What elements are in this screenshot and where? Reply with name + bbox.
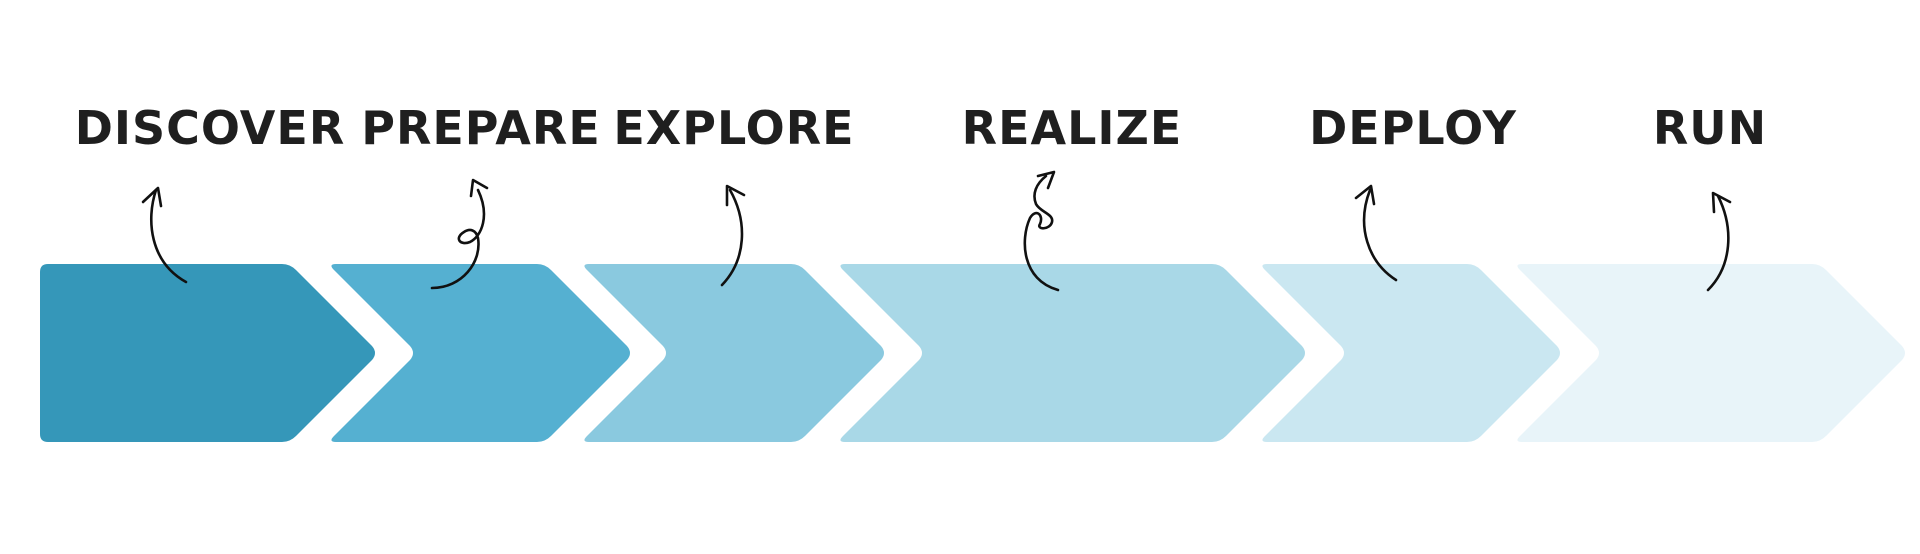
chevron-deploy — [1262, 264, 1560, 442]
curved-arrow-icon — [141, 186, 188, 284]
chevron-prepare — [331, 264, 630, 442]
chevron-explore — [584, 264, 884, 442]
stage-label-explore: EXPLORE — [613, 101, 854, 155]
stage-labels: DISCOVER PREPARE EXPLORE REALIZE DEPLOY … — [75, 101, 1767, 155]
chevron-realize — [840, 264, 1305, 442]
loop-arrow-icon — [1023, 170, 1060, 292]
stage-label-realize: REALIZE — [962, 101, 1183, 155]
chevron-group — [40, 264, 1905, 442]
stage-label-discover: DISCOVER — [75, 101, 346, 155]
curved-arrow-icon — [1354, 184, 1398, 282]
curved-arrow-icon — [1706, 191, 1732, 292]
chevron-discover — [40, 264, 375, 442]
loop-arrow-icon — [430, 178, 489, 290]
stage-label-run: RUN — [1653, 101, 1767, 155]
stage-label-deploy: DEPLOY — [1309, 101, 1517, 155]
curved-arrow-icon — [720, 184, 746, 287]
chevron-run — [1517, 264, 1905, 442]
stage-label-prepare: PREPARE — [361, 101, 601, 155]
arrow-group — [141, 170, 1732, 292]
